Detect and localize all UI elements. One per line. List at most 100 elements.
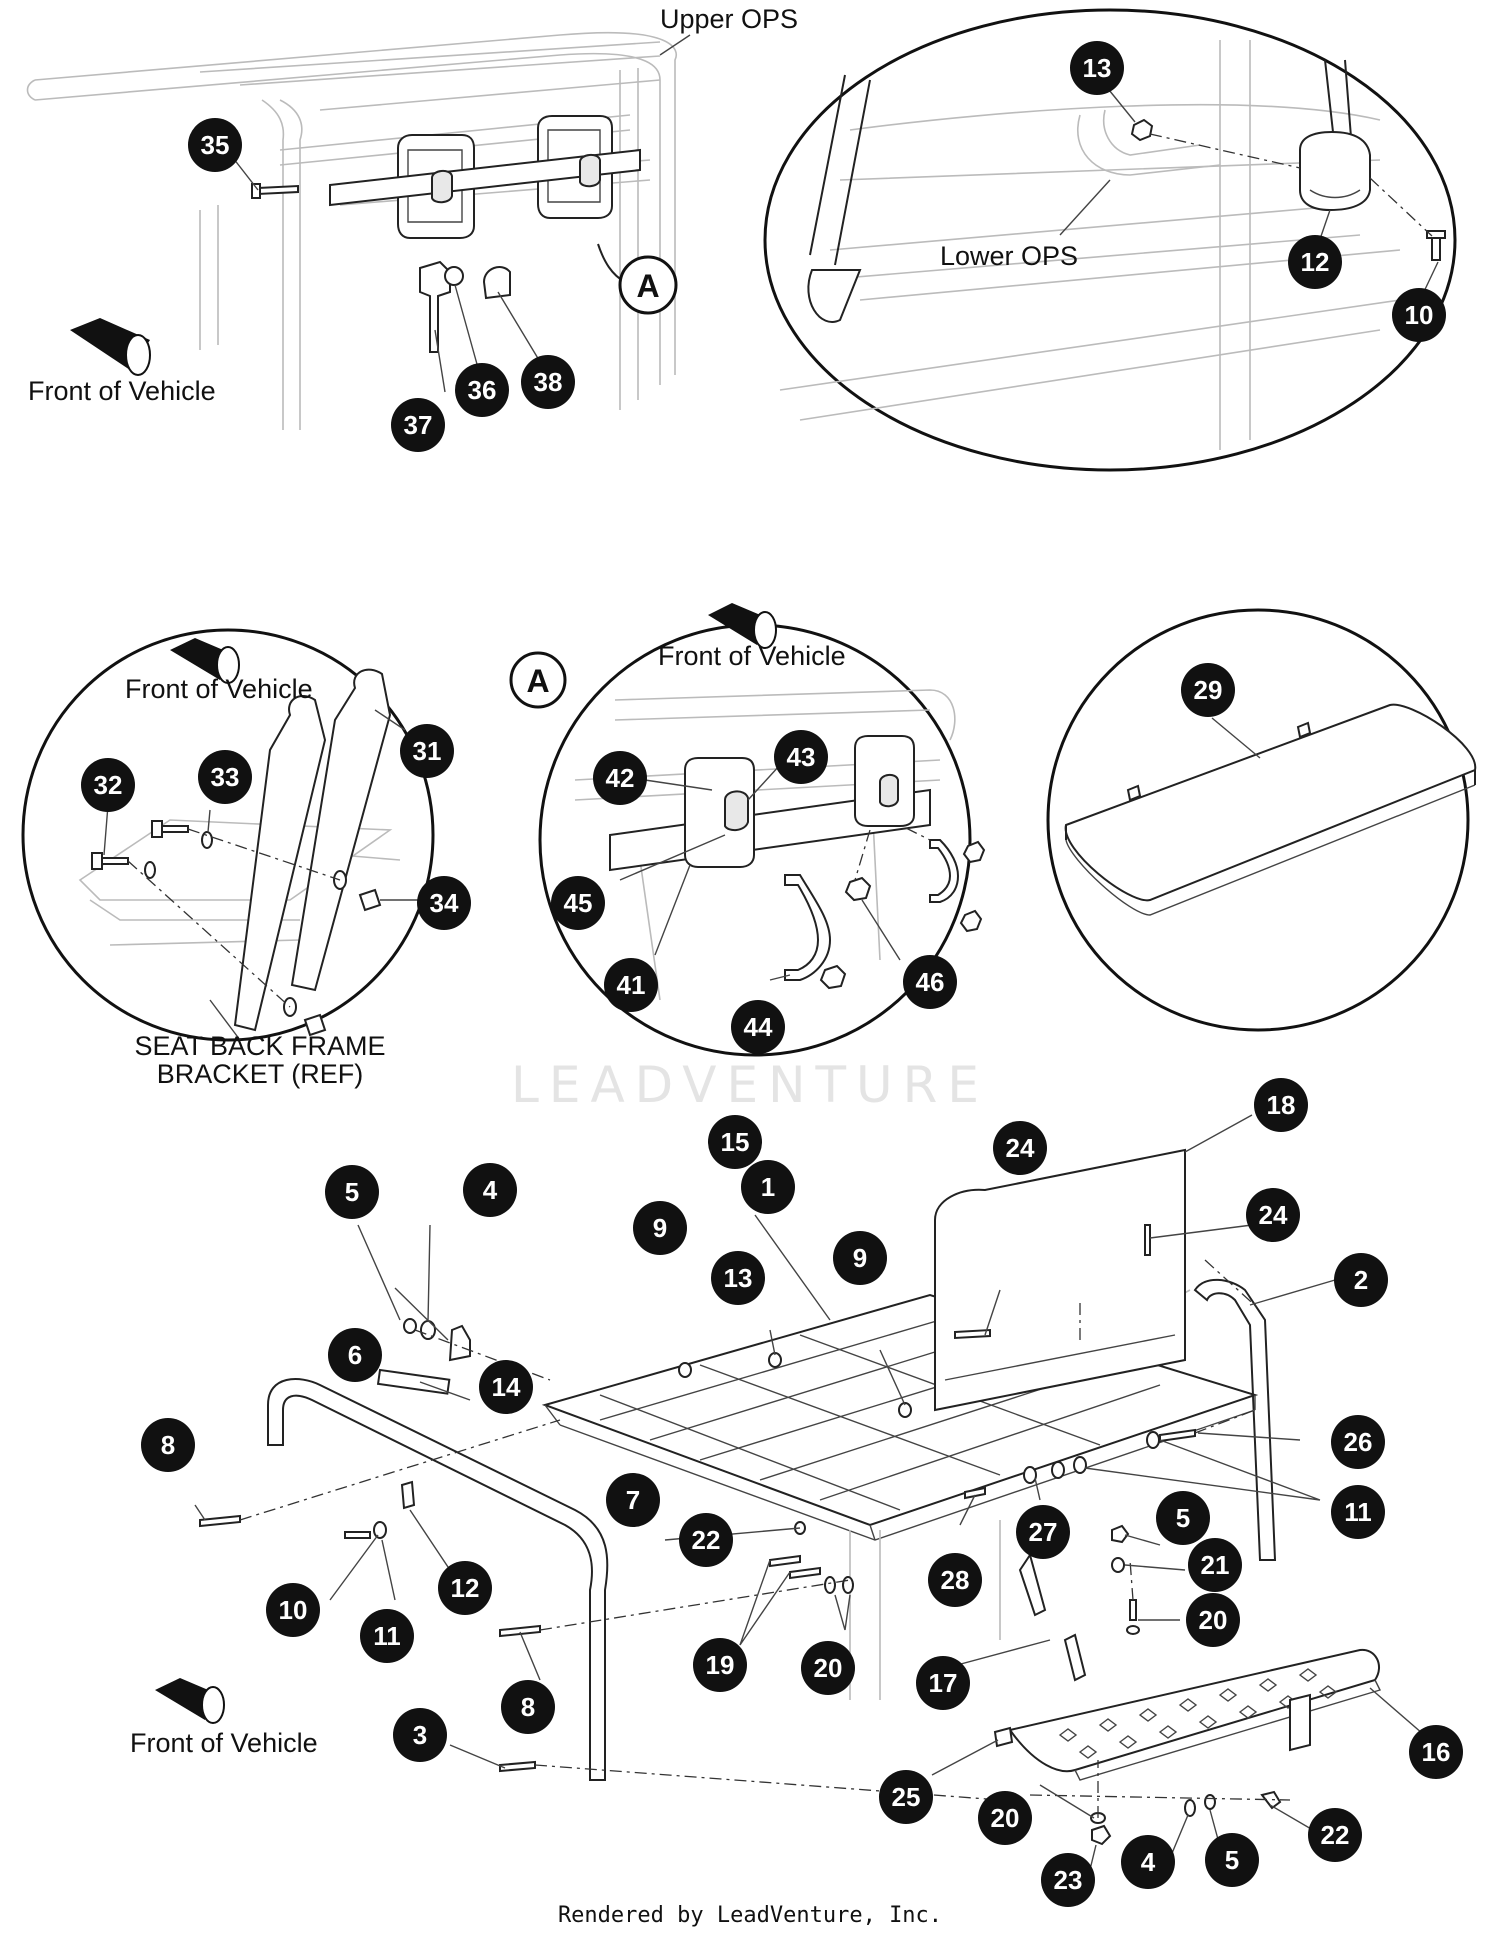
- callout-38-number: 38: [534, 367, 563, 397]
- callout-14: 14: [479, 1360, 533, 1414]
- callout-20-lower-number: 20: [991, 1803, 1020, 1833]
- callout-43-number: 43: [787, 742, 816, 772]
- callout-32-number: 32: [94, 770, 123, 800]
- callout-7-number: 7: [626, 1485, 640, 1515]
- seat-back-bracket-label-line1: SEAT BACK FRAME: [134, 1031, 385, 1061]
- callout-16-number: 16: [1422, 1737, 1451, 1767]
- upper-ops-panel: [26, 31, 691, 430]
- callout-24-left: 24: [993, 1121, 1047, 1175]
- callout-27: 27: [1016, 1505, 1070, 1559]
- callout-22-upper-number: 22: [692, 1525, 721, 1555]
- footer-credit: Rendered by LeadVenture, Inc.: [558, 1903, 942, 1928]
- callout-20-lower: 20: [978, 1791, 1032, 1845]
- detail-a-panel: [538, 603, 986, 1057]
- callout-22-upper: 22: [679, 1513, 733, 1567]
- callout-8-lower: 8: [501, 1680, 555, 1734]
- front-arrow-icon: [70, 318, 151, 376]
- callout-5-upper: 5: [325, 1165, 379, 1219]
- callout-26: 26: [1331, 1415, 1385, 1469]
- seat-panel-29: [1046, 608, 1477, 1032]
- callout-8-left-number: 8: [161, 1430, 175, 1460]
- callout-22-lower-number: 22: [1321, 1820, 1350, 1850]
- callout-18: 18: [1254, 1078, 1308, 1132]
- callout-42-number: 42: [606, 763, 635, 793]
- callout-21-number: 21: [1201, 1550, 1230, 1580]
- callout-13-main-number: 13: [724, 1263, 753, 1293]
- callout-46: 46: [903, 955, 957, 1009]
- callout-29-number: 29: [1194, 675, 1223, 705]
- callout-21: 21: [1188, 1538, 1242, 1592]
- callout-12-top: 12: [1288, 235, 1342, 289]
- callout-11-right: 11: [1331, 1485, 1385, 1539]
- callout-45: 45: [551, 876, 605, 930]
- callout-20-right-number: 20: [1199, 1605, 1228, 1635]
- front-of-vehicle-label-4: Front of Vehicle: [130, 1728, 318, 1758]
- front-of-vehicle-label-1: Front of Vehicle: [28, 376, 216, 406]
- callout-9-left-number: 9: [653, 1213, 667, 1243]
- callout-16: 16: [1409, 1725, 1463, 1779]
- callout-25: 25: [879, 1770, 933, 1824]
- watermark-text: LEADVENTURE: [511, 1056, 989, 1114]
- reference-a-marker-2: A: [509, 651, 567, 709]
- callout-46-number: 46: [916, 967, 945, 997]
- callout-34: 34: [417, 876, 471, 930]
- callout-24-right-number: 24: [1259, 1200, 1288, 1230]
- callout-28-number: 28: [941, 1565, 970, 1595]
- main-assembly: [155, 1114, 1431, 1891]
- seat-back-panel: [21, 628, 435, 1042]
- callout-33-number: 33: [211, 762, 240, 792]
- callout-44-number: 44: [744, 1012, 773, 1042]
- reference-a-letter-2: A: [526, 663, 549, 699]
- callout-35-number: 35: [201, 130, 230, 160]
- callout-26-number: 26: [1344, 1427, 1373, 1457]
- callout-23: 23: [1041, 1853, 1095, 1907]
- callout-13-top-number: 13: [1083, 53, 1112, 83]
- upper-ops-label: Upper OPS: [660, 4, 798, 34]
- callout-8-left: 8: [141, 1418, 195, 1472]
- callout-15: 15: [708, 1115, 762, 1169]
- reference-a-letter-1: A: [636, 268, 659, 304]
- callout-10-main: 10: [266, 1583, 320, 1637]
- callout-31: 31: [400, 724, 454, 778]
- callout-12-main-number: 12: [451, 1573, 480, 1603]
- callout-4-lower-number: 4: [1141, 1847, 1156, 1877]
- callout-14-number: 14: [492, 1372, 521, 1402]
- callout-18-number: 18: [1267, 1090, 1296, 1120]
- callout-17-number: 17: [929, 1668, 958, 1698]
- seat-back-bracket-label-line2: BRACKET (REF): [157, 1059, 364, 1089]
- callout-44: 44: [731, 1000, 785, 1054]
- callout-6-number: 6: [348, 1340, 362, 1370]
- callout-10-top: 10: [1392, 288, 1446, 342]
- callout-20-mid-number: 20: [814, 1653, 843, 1683]
- lower-ops-label: Lower OPS: [940, 241, 1078, 271]
- callout-10-top-number: 10: [1405, 300, 1434, 330]
- reference-a-marker-1: A: [618, 255, 678, 315]
- callout-20-mid: 20: [801, 1641, 855, 1695]
- callout-17: 17: [916, 1656, 970, 1710]
- callout-20-right: 20: [1186, 1593, 1240, 1647]
- callout-28: 28: [928, 1553, 982, 1607]
- callout-45-number: 45: [564, 888, 593, 918]
- callout-37-number: 37: [404, 410, 433, 440]
- callout-24-left-number: 24: [1006, 1133, 1035, 1163]
- callout-6: 6: [328, 1328, 382, 1382]
- callout-4-upper: 4: [463, 1163, 517, 1217]
- front-arrow-icon-3: [708, 603, 777, 649]
- callout-31-number: 31: [413, 736, 442, 766]
- callout-23-number: 23: [1054, 1865, 1083, 1895]
- callout-9-left: 9: [633, 1201, 687, 1255]
- front-of-vehicle-label-3: Front of Vehicle: [658, 641, 846, 671]
- callout-10-main-number: 10: [279, 1595, 308, 1625]
- callout-5-lower: 5: [1205, 1833, 1259, 1887]
- callout-29: 29: [1181, 663, 1235, 717]
- callout-19: 19: [693, 1638, 747, 1692]
- callout-22-lower: 22: [1308, 1808, 1362, 1862]
- callout-43: 43: [774, 730, 828, 784]
- front-arrow-icon-2: [170, 638, 240, 684]
- callout-25-number: 25: [892, 1782, 921, 1812]
- callout-11-left: 11: [360, 1609, 414, 1663]
- callout-5-upper-number: 5: [345, 1177, 359, 1207]
- callout-24-right: 24: [1246, 1188, 1300, 1242]
- front-arrow-icon-4: [155, 1678, 225, 1724]
